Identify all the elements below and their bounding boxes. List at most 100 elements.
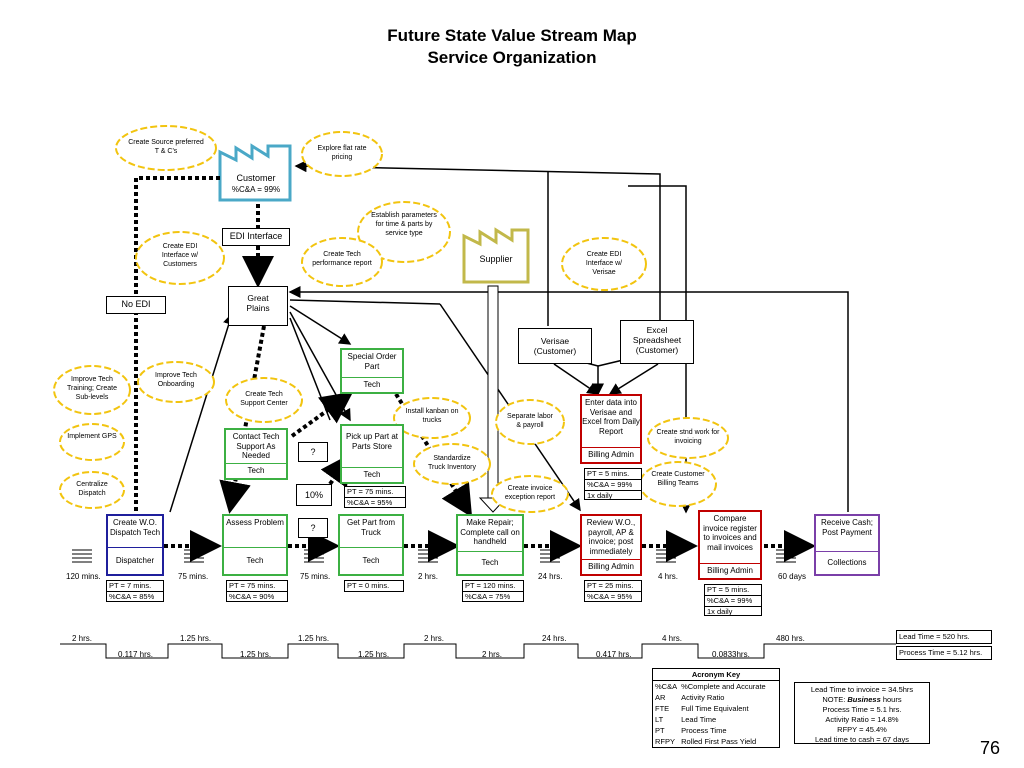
process-get-part: Get Part from Truck Tech: [338, 514, 404, 576]
supplier-factory-icon: [462, 227, 530, 284]
process-receive-cash: Receive Cash; Post Payment Collections: [814, 514, 880, 576]
process-assess: Assess Problem Tech: [222, 514, 288, 576]
kaizen-burst-flat-rate: [301, 131, 383, 177]
kaizen-burst-gps: [59, 423, 125, 461]
dispatch-metrics: PT = 7 mins.%C&A = 85%: [106, 580, 164, 602]
process-compare: Compare invoice register to invoices and…: [698, 510, 762, 580]
process-dispatch: Create W.O. Dispatch Tech Dispatcher: [106, 514, 164, 576]
kaizen-billing-teams-text: Create Customer Billing Teams: [651, 471, 705, 487]
ten-percent-box: 10%: [296, 484, 332, 506]
timeline-wait: 1.25 hrs.: [180, 634, 212, 643]
kaizen-exception-text: Create invoice exception report: [504, 485, 556, 501]
timeline-process: 1.25 hrs.: [358, 650, 390, 659]
timeline-wait: 4 hrs.: [662, 634, 683, 643]
kaizen-kanban-text: Install kanban on trucks: [405, 408, 459, 424]
timeline-wait: 2 hrs.: [72, 634, 93, 643]
pickup-part-box: Pick up Part at Parts Store Tech: [340, 424, 404, 484]
kaizen-burst-edi-verisae: [561, 237, 647, 291]
info-arrow-customer-dispatch: [134, 176, 220, 512]
kaizen-separate-text: Separate labor & payroll: [507, 413, 553, 429]
kaizen-std-work-text: Create stnd work for invoicing: [656, 429, 720, 445]
map-subtitle: Service Organization: [427, 48, 597, 67]
kaizen-edi-verisae-text: Create EDI Interface w/ Verisae: [585, 251, 623, 276]
inventory-time: 120 mins.: [66, 572, 101, 581]
kaizen-burst-exception: [491, 475, 569, 513]
enter-data-metrics: PT = 5 mins.%C&A = 99%1x daily: [584, 468, 642, 500]
get-part-metrics: PT = 0 mins.: [344, 580, 404, 592]
inventory-time: 4 hrs.: [658, 572, 679, 581]
question-box-1: ?: [298, 442, 328, 462]
repair-metrics: PT = 120 mins.%C&A = 75%: [462, 580, 524, 602]
compare-metrics: PT = 5 mins.%C&A = 99%1x daily: [704, 584, 762, 616]
kaizen-onboarding-text: Improve Tech Onboarding: [155, 372, 197, 388]
kaizen-edi-customers-text: Create EDI Interface w/ Customers: [161, 243, 199, 268]
timeline-process: 2 hrs.: [482, 650, 503, 659]
acronym-row: %C&A%Complete and Accurate: [655, 682, 766, 691]
contact-tech-box: Contact Tech Support As Needed Tech: [224, 428, 288, 480]
kaizen-burst-training: [53, 365, 131, 415]
map-title: Future State Value Stream Map: [387, 26, 637, 45]
customer-factory-icon: [218, 143, 292, 202]
kaizen-centralize-text: Centralize Dispatch: [76, 481, 108, 497]
kaizen-burst-truck-inventory: [413, 443, 491, 485]
process-time-box: Process Time = 5.12 hrs.: [896, 646, 992, 660]
kaizen-support-center-text: Create Tech Support Center: [240, 391, 288, 407]
timeline-process: 0.117 hrs.: [118, 650, 153, 659]
kaizen-burst-edi-customers: [135, 231, 225, 285]
assess-metrics: PT = 75 mins.%C&A = 90%: [226, 580, 288, 602]
kaizen-burst-centralize: [59, 471, 125, 509]
kaizen-burst-establish: [357, 201, 451, 263]
inventory-time: 2 hrs.: [418, 572, 439, 581]
kaizen-gps-text: Implement GPS: [67, 433, 117, 440]
acronym-key: Acronym Key %C&A%Complete and Accurate A…: [652, 668, 780, 748]
kaizen-burst-perf-report: [301, 237, 383, 287]
review-metrics: PT = 25 mins.%C&A = 95%: [584, 580, 642, 602]
inventory-time: 75 mins.: [178, 572, 209, 581]
kaizen-burst-onboarding: [137, 361, 215, 403]
kaizen-burst-support-center: [225, 377, 303, 423]
no-edi-box: No EDI: [106, 296, 166, 314]
process-repair: Make Repair; Complete call on handheld T…: [456, 514, 524, 576]
question-box-2: ?: [298, 518, 328, 538]
kaizen-truck-inventory-text: Standardize Truck Inventory: [428, 455, 476, 471]
customer-label: Customer: [236, 173, 276, 183]
timeline-wait: 1.25 hrs.: [298, 634, 330, 643]
acronym-key-title: Acronym Key: [653, 669, 779, 681]
inventory-time: 60 days: [778, 572, 807, 581]
special-order-box: Special Order Part Tech: [340, 348, 404, 394]
process-review: Review W.O., payroll, AP & invoice; post…: [580, 514, 642, 576]
timeline-wait: 2 hrs.: [424, 634, 445, 643]
kaizen-establish-text: Establish parameters for time & parts by…: [371, 212, 437, 237]
kaizen-source-text: Create Source preferred T & C's: [128, 139, 204, 155]
kaizen-burst-source: [115, 125, 217, 171]
enter-data-box: Enter data into Verisae and Excel from D…: [580, 394, 642, 464]
timeline-process: 0.0833hrs.: [712, 650, 750, 659]
kaizen-flat-rate-text: Explore flat rate pricing: [317, 145, 367, 161]
pickup-data: PT = 75 mins.%C&A = 95%: [344, 486, 406, 508]
verisae-box: Verisae (Customer): [518, 328, 592, 364]
inventory-time: 75 mins.: [300, 572, 331, 581]
excel-box: Excel Spreadsheet (Customer): [620, 320, 694, 364]
lead-time-box: Lead Time = 520 hrs.: [896, 630, 992, 644]
page-number: 76: [980, 738, 1001, 758]
great-plains-box: Great Plains: [228, 286, 288, 326]
customer-metric: %C&A = 99%: [231, 185, 281, 194]
kaizen-perf-report-text: Create Tech performance report: [312, 251, 372, 267]
kaizen-burst-std-work: [647, 417, 729, 459]
inventory-time: 24 hrs.: [538, 572, 563, 581]
kaizen-burst-kanban: [393, 397, 471, 439]
timeline-wait: 24 hrs.: [542, 634, 567, 643]
timeline: [60, 643, 896, 659]
supplier-label: Supplier: [479, 254, 513, 264]
edi-interface-box: EDI Interface: [222, 228, 290, 246]
kaizen-burst-separate: [495, 399, 565, 445]
timeline-wait: 480 hrs.: [776, 634, 805, 643]
timeline-process: 1.25 hrs.: [240, 650, 272, 659]
kaizen-training-text: Improve Tech Training; Create Sub-levels: [67, 376, 117, 401]
